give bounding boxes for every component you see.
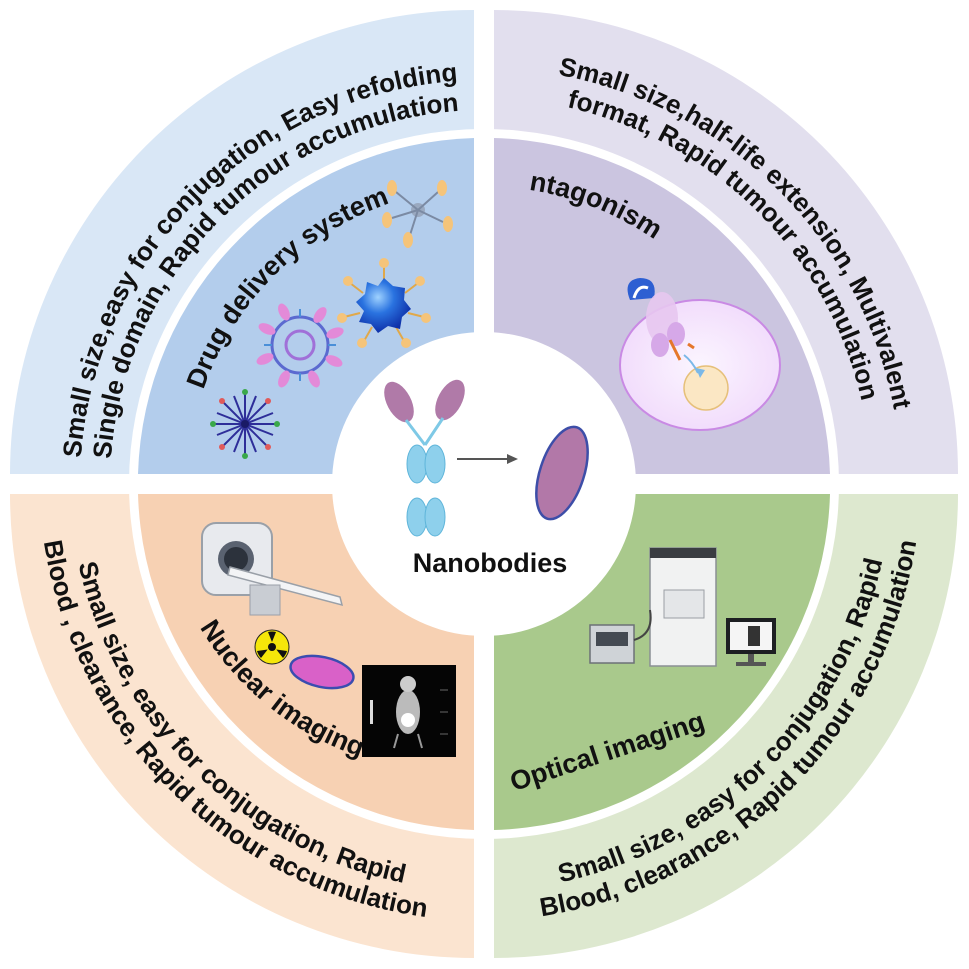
arrow-icon <box>457 454 518 464</box>
ct-scanner-icon <box>201 522 344 616</box>
center-circle <box>332 332 636 636</box>
micelle-icon <box>210 389 280 459</box>
radioactive-icon <box>254 629 290 665</box>
cell-icon <box>619 278 781 431</box>
nanoparticle-icon <box>337 258 431 348</box>
antibody-icon <box>384 379 465 537</box>
pet-image-icon <box>362 665 456 757</box>
nanoparticle-star-icon <box>382 180 453 248</box>
center-label: Nanobodies <box>413 548 568 578</box>
liposome-icon <box>256 303 344 388</box>
optical-imager-icon <box>589 547 776 667</box>
nanobody-icon <box>535 425 589 521</box>
nanobody-label-icon <box>289 654 355 690</box>
